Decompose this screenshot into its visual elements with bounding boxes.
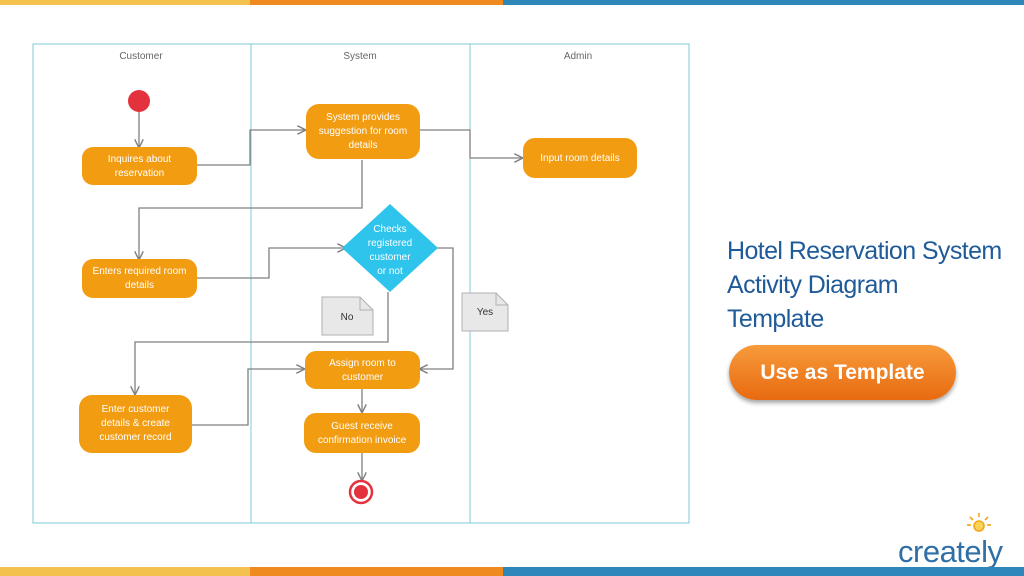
start-node [128,90,150,112]
svg-text:No: No [341,312,354,323]
lane-admin [469,43,690,524]
title-line-2: Activity Diagram [727,271,899,299]
logo-text: creately [898,534,1003,569]
arrow-checks-no [135,292,389,394]
top-color-bar [0,0,1024,5]
connectors [135,112,522,480]
use-as-template-button[interactable]: Use as Template [729,345,956,400]
lane-label-admin: Admin [564,51,592,62]
lane-label-customer: Customer [119,51,163,62]
swimlanes: Customer System Admin [32,43,690,524]
page-title: Hotel Reservation System Activity Diagra… [727,234,1024,336]
title-line-3: Template [727,305,824,333]
arrow-suggest-to-input [420,129,522,158]
arrow-entercust-to-assign [192,369,304,426]
note-no: No [321,296,374,336]
arrow-checks-yes [420,247,454,369]
arrow-suggest-to-enters [139,160,363,259]
bottom-color-bar [0,567,1024,576]
action-input-room: Input room details [523,138,637,178]
end-node [348,479,374,505]
arrow-inquire-to-suggest [197,130,305,166]
svg-text:Input room details: Input room details [540,153,620,164]
lane-label-system: System [343,51,376,62]
arrow-enters-to-checks [197,248,345,279]
lightbulb-icon [967,513,991,532]
creately-logo: creately [898,512,1018,572]
svg-text:Yes: Yes [477,307,493,318]
title-line-1: Hotel Reservation System [727,237,1002,265]
note-yes: Yes [461,292,509,332]
